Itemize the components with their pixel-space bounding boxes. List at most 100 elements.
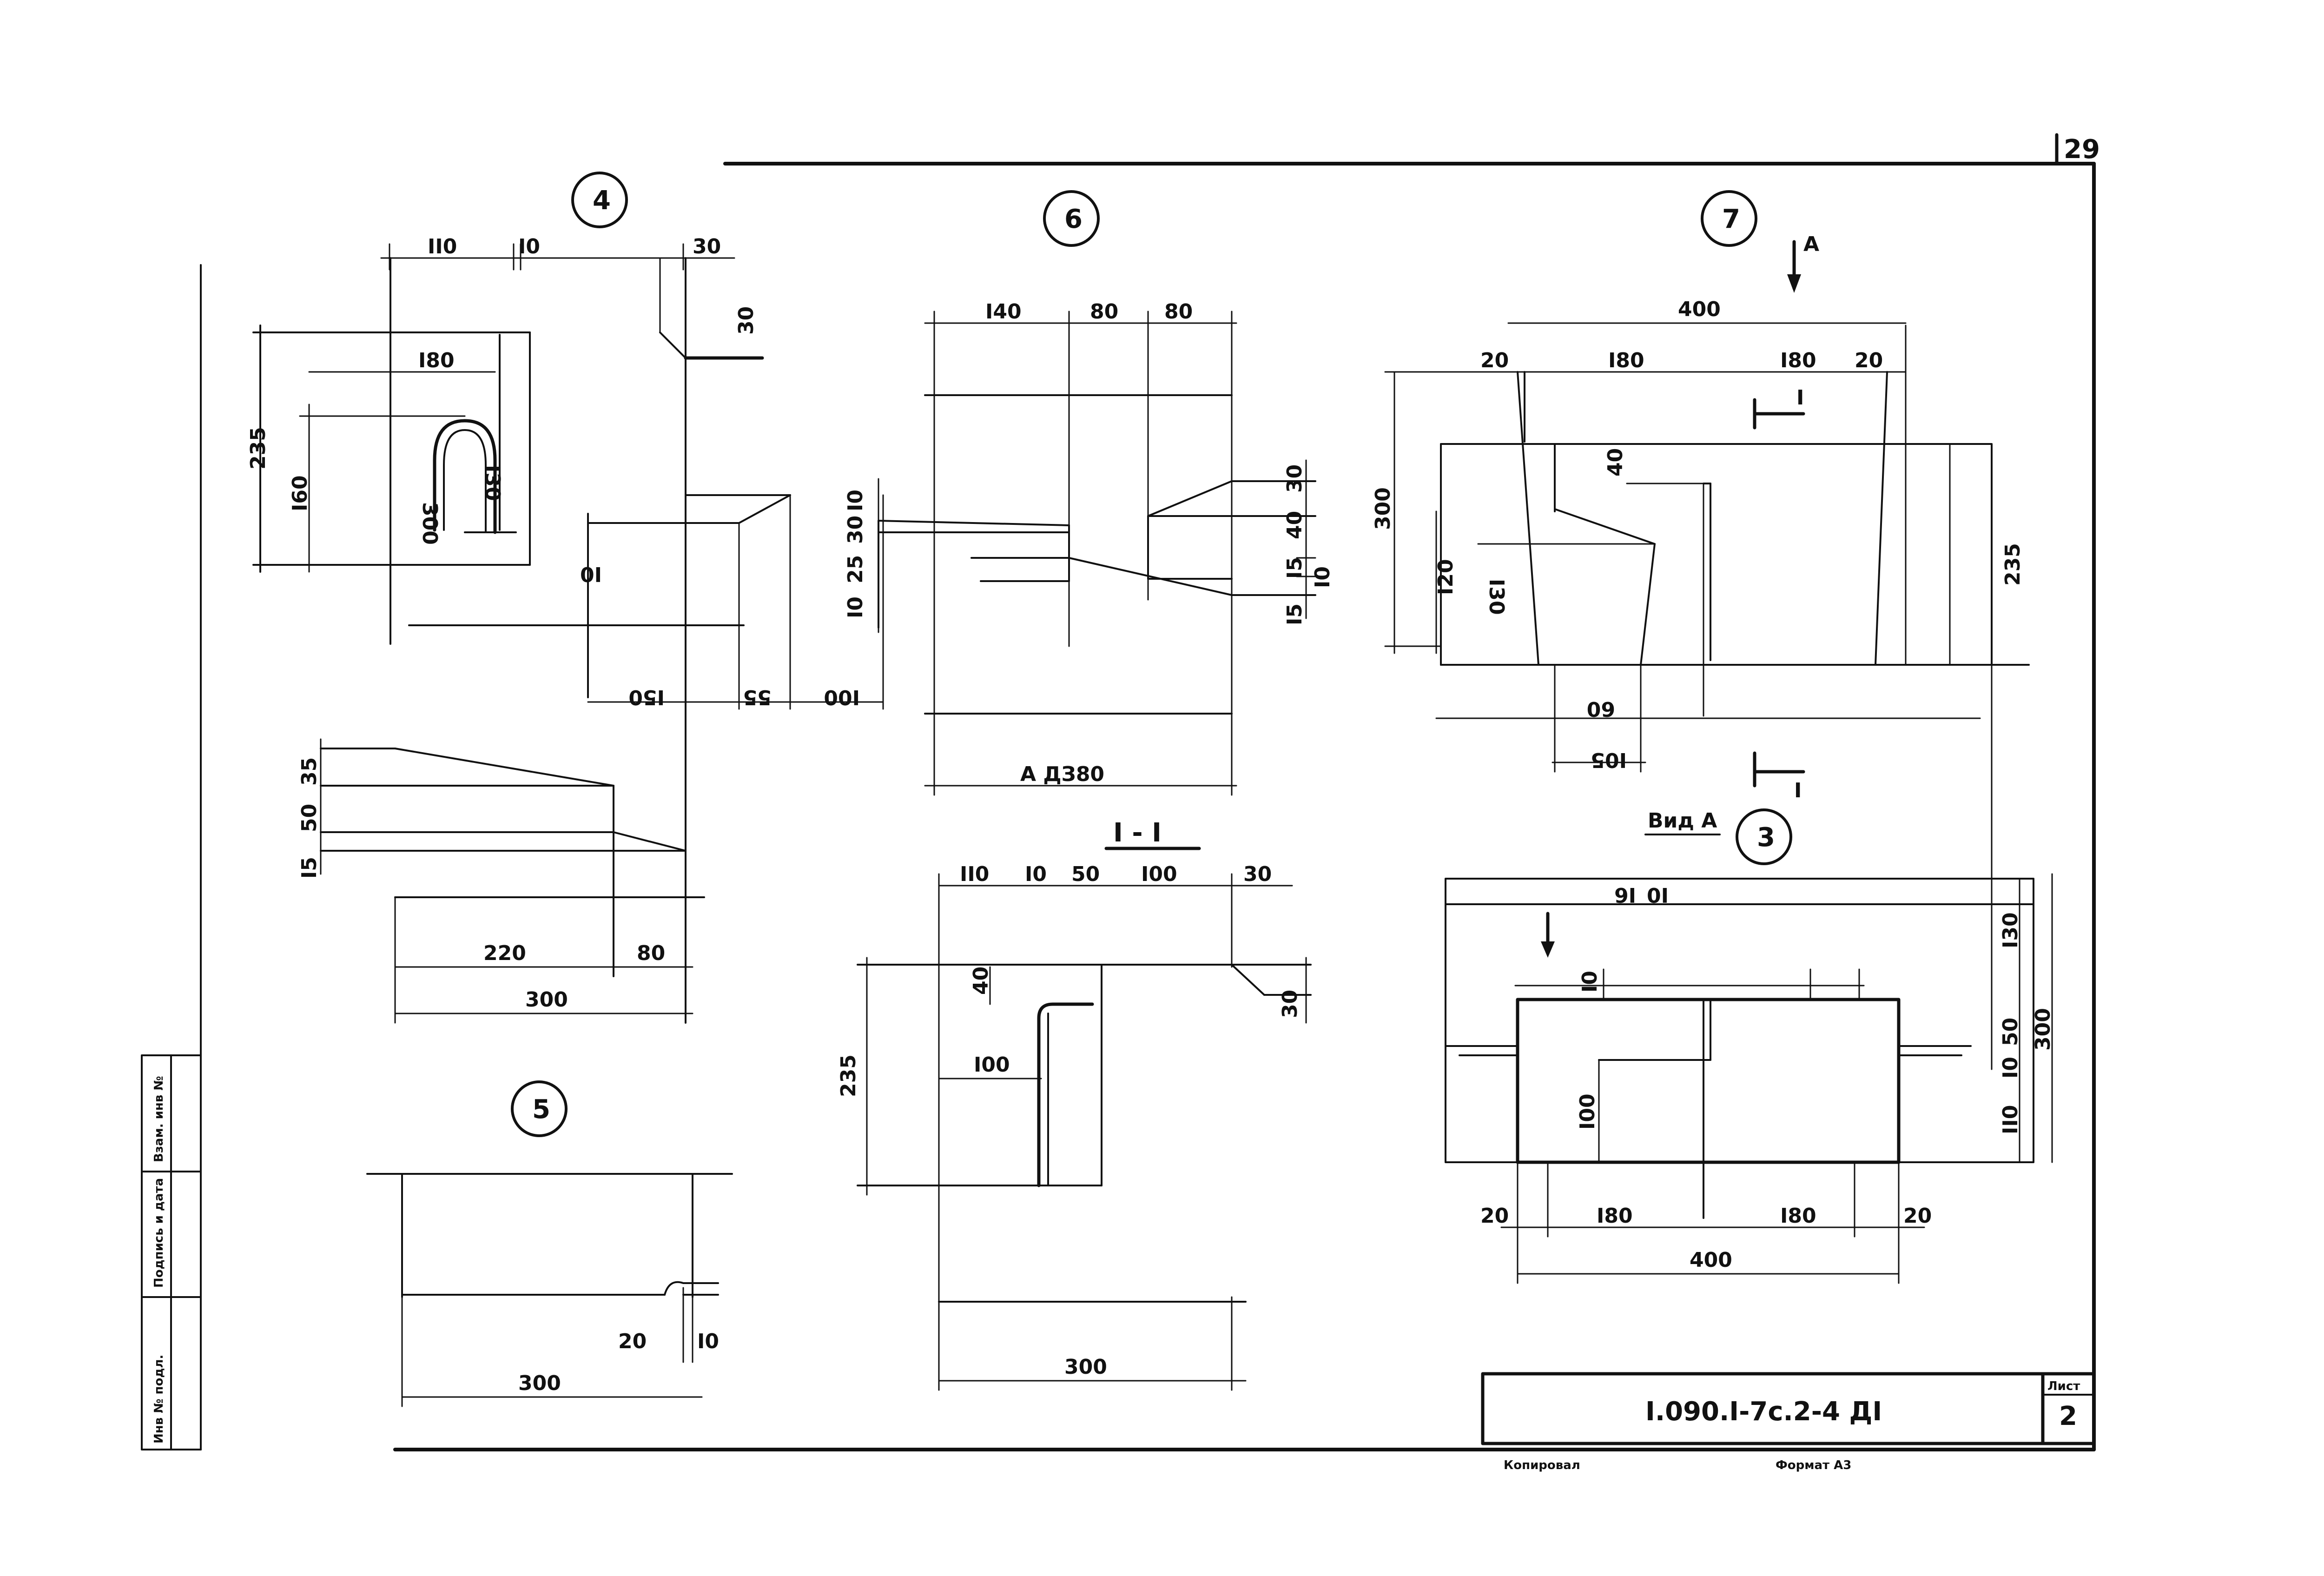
detail-6: 6 I40 80 80 30 40 I5 I0 I5 I0 (844, 190, 1334, 796)
va-dim-16: I6 (1614, 883, 1636, 907)
d4-dim-15: I5 (297, 857, 321, 879)
va-dim-b180a: I80 (1597, 1204, 1633, 1228)
drawing-code: I.090.I-7c.2-4 ДI (1645, 1397, 1882, 1427)
d7-dim-130: I30 (1485, 579, 1508, 615)
stamp-inv-orig: Инв № подл. (152, 1355, 166, 1444)
va-dim-50: 50 (1999, 1018, 2022, 1046)
d7-dim-400: 400 (1678, 298, 1721, 321)
view-a: Вид A 3 I0 I6 I0 I00 20 I80 I80 20 (1445, 443, 2055, 1284)
va-dim-b20a: 20 (1480, 1204, 1509, 1228)
section-title: I - I (1113, 818, 1162, 848)
d4-dim-130: I30 (481, 465, 504, 501)
d6-dim-l25: 25 (844, 555, 867, 583)
d7-section-mark-top: I (1796, 386, 1804, 410)
d7-dim-300: 300 (1371, 487, 1395, 530)
d4-dim-80b: 80 (637, 941, 665, 965)
d7-dim-105: I05 (1591, 748, 1627, 772)
section-i-i: I - I II0 I0 50 I00 30 40 235 I00 30 300 (837, 818, 1312, 1391)
d6-dim-r15b: I5 (1283, 603, 1307, 625)
sec-dim-100: I00 (1141, 862, 1177, 886)
d6-dim-r40: 40 (1283, 511, 1307, 539)
d6-dim-r30: 30 (1283, 464, 1307, 493)
d7-dim-20b: 20 (1855, 349, 1883, 372)
d7-dim-180b: I80 (1780, 349, 1816, 372)
d4-dim-300b: 300 (525, 988, 568, 1012)
d6-dim-l10: I0 (844, 490, 867, 511)
sec-dim-50: 50 (1071, 862, 1100, 886)
side-stamp: Инв № подл. Подпись и дата Взам. инв № (141, 1054, 202, 1450)
va-dim-10b: I0 (1578, 971, 1602, 993)
d7-dim-120: I20 (1434, 559, 1458, 595)
d6-dim-l10b: I0 (844, 596, 867, 618)
d5-dim-300: 300 (518, 1371, 561, 1395)
d6-dim-140: I40 (985, 300, 1022, 324)
d4-dim-110: II0 (428, 235, 457, 258)
va-dim-b400: 400 (1690, 1248, 1732, 1272)
va-dim-b180b: I80 (1780, 1204, 1816, 1228)
d5-dim-20: 20 (618, 1330, 647, 1353)
detail-6-marker (1043, 190, 1100, 247)
d4-dim-35: 35 (297, 757, 321, 786)
sec-dim-300: 300 (1064, 1355, 1107, 1379)
va-dim-b20b: 20 (1903, 1204, 1932, 1228)
d4-dim-h30: 30 (734, 306, 758, 335)
list-label: Лист (2047, 1379, 2080, 1393)
d4-dim-10b: I0 (580, 562, 602, 586)
va-dim-h10: I0 (1999, 1057, 2022, 1079)
d7-dim-40: 40 (1604, 448, 1627, 477)
d7-dim-235: 235 (2001, 543, 2025, 586)
d6-dim-80a: 80 (1090, 300, 1118, 324)
sec-dim-30: 30 (1243, 862, 1272, 886)
detail-4-marker-label: 4 (593, 185, 611, 216)
d4-dim-300: 300 (418, 502, 442, 545)
detail-4: 4 II0 I0 30 30 I80 235 I60 I30 300 (246, 172, 884, 1024)
view-a-marker (1736, 808, 1792, 865)
view-a-title: Вид A (1648, 809, 1717, 833)
detail-5: 5 20 I0 300 (366, 1080, 733, 1407)
d4-dim-10: I0 (518, 235, 540, 258)
stamp-vzam: Взам. инв № (152, 1076, 166, 1162)
format-label: Формат А3 (1776, 1458, 1851, 1472)
va-dim-100: I00 (1576, 1093, 1599, 1130)
d4-dim-80: I80 (418, 349, 455, 372)
detail-5-marker (511, 1080, 568, 1137)
d4-dim-220: 220 (483, 941, 526, 965)
d6-dim-80b: 80 (1164, 300, 1193, 324)
sheet-frame (200, 133, 2096, 1451)
copied-label: Копировал (1504, 1458, 1580, 1472)
sec-dim-10: I0 (1025, 862, 1047, 886)
d6-dim-l30: 30 (844, 516, 867, 544)
d7-section-mark-bottom: I (1794, 779, 1802, 802)
detail-5-marker-label: 5 (532, 1094, 550, 1125)
d7-dim-60: 60 (1587, 697, 1615, 721)
list-number: 2 (2059, 1401, 2077, 1431)
sec-dim-235: 235 (837, 1054, 860, 1097)
detail-7-marker-label: 7 (1722, 204, 1740, 234)
d6-dim-bottom: A ДЗ80 (1020, 762, 1104, 786)
va-dim-10: I0 (1647, 883, 1669, 907)
d6-dim-r15: I5 (1283, 557, 1307, 579)
detail-6-marker-label: 6 (1064, 204, 1083, 234)
title-block (1481, 1372, 2096, 1445)
view-a-marker-label: 3 (1757, 822, 1775, 853)
va-dim-130: I30 (1999, 912, 2022, 948)
sec-dim-110: II0 (960, 862, 989, 886)
d6-dim-r10: I0 (1311, 566, 1334, 588)
d4-dim-30: 30 (693, 235, 721, 258)
d7-dim-20a: 20 (1480, 349, 1509, 372)
d4-dim-55: 55 (743, 685, 772, 709)
stamp-sign-date: Подпись и дата (152, 1178, 166, 1288)
detail-7: 7 A 400 20 I80 I80 20 I I (1371, 190, 2030, 802)
page-number: 29 (2064, 134, 2100, 165)
detail-7-marker (1701, 190, 1757, 247)
d7-view-arrow: A (1803, 232, 1819, 256)
sec-dim-100b: I00 (974, 1053, 1010, 1077)
d5-dim-10: I0 (697, 1330, 719, 1353)
d4-dim-160: I60 (288, 475, 312, 511)
d4-dim-235: 235 (246, 427, 270, 470)
d4-dim-50: 50 (297, 804, 321, 832)
va-dim-110: II0 (1999, 1105, 2022, 1134)
d4-dim-150: I50 (628, 685, 665, 709)
detail-4-marker (571, 172, 628, 228)
